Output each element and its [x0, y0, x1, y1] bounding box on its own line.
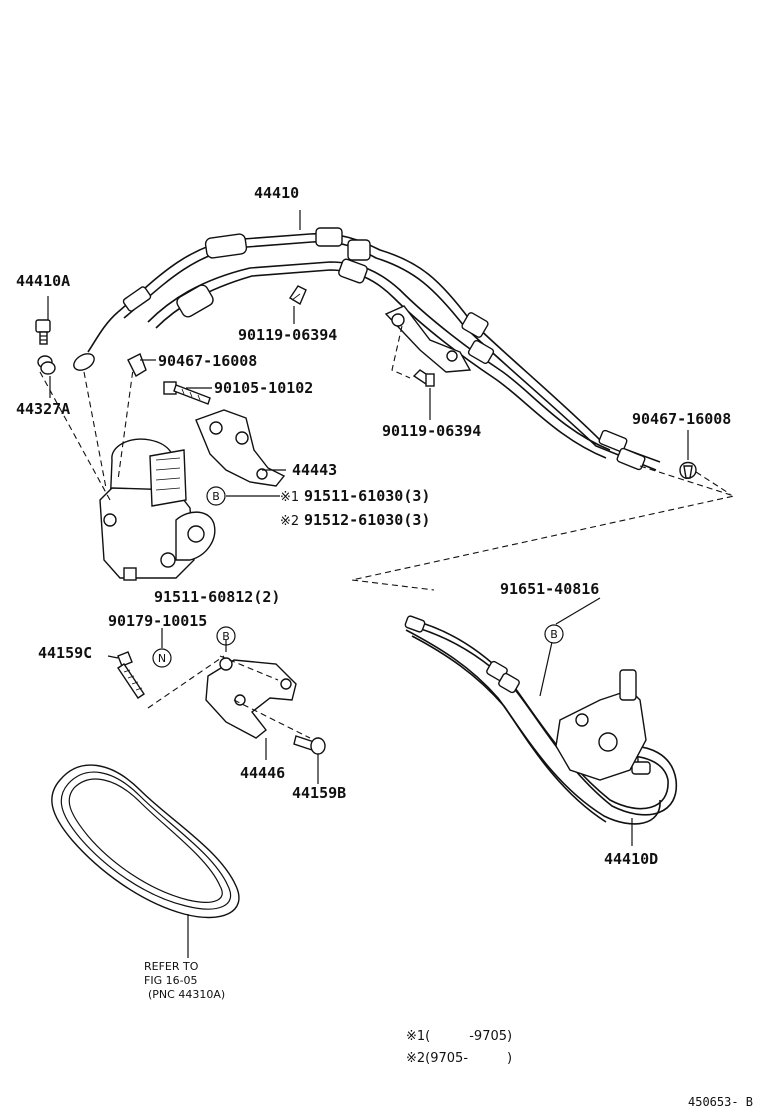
marker-b-low: B: [216, 626, 236, 646]
label-44410d: 44410D: [604, 850, 658, 868]
label-91512-61030: 91512-61030(3): [304, 511, 430, 529]
svg-text:B: B: [550, 628, 558, 641]
bracket-44443[interactable]: [195, 409, 286, 487]
label-90467-left: 90467-16008: [158, 352, 257, 370]
pressure-hose-assembly[interactable]: [71, 210, 661, 471]
bolt-90105[interactable]: [163, 381, 211, 405]
rack-hose-assembly[interactable]: [404, 615, 678, 825]
label-90179: 90179-10015: [108, 612, 207, 630]
label-90119-mid: 90119-06394: [382, 422, 481, 440]
label-90119-top: 90119-06394: [238, 326, 337, 344]
figure-id: 450653- B: [688, 1095, 753, 1109]
marker-b-top: B: [206, 486, 226, 506]
svg-text:N: N: [158, 652, 166, 665]
bolt-90119-mid[interactable]: [412, 369, 435, 387]
belt-note-line3: (PNC 44310A): [148, 988, 225, 1001]
label-44159c: 44159C: [38, 644, 92, 662]
union-bolt-part[interactable]: [35, 319, 51, 345]
label-44443: 44443: [292, 461, 337, 479]
hose-clip-right[interactable]: [679, 461, 697, 479]
label-44410: 44410: [254, 184, 299, 202]
label-90105: 90105-10102: [214, 379, 313, 397]
bolt-44159b[interactable]: [293, 735, 326, 755]
label-91651: 91651-40816: [500, 580, 599, 598]
belt-note-line2: FIG 16-05: [144, 974, 198, 987]
mark-1: ※1: [280, 490, 299, 505]
label-44327a: 44327A: [16, 400, 70, 418]
power-steering-pump[interactable]: [99, 438, 216, 581]
marker-b-rack: B: [544, 624, 564, 644]
steering-gear-rack[interactable]: [555, 669, 647, 781]
drive-belt: [51, 764, 240, 919]
bolt-90119-top[interactable]: [289, 285, 307, 306]
footnote-2: ※2(9705- ): [406, 1051, 512, 1066]
svg-text:B: B: [222, 630, 230, 643]
bracket-44446[interactable]: [205, 657, 297, 739]
footnote-1: ※1( -9705): [406, 1029, 512, 1044]
label-44446: 44446: [240, 764, 285, 782]
label-91511-61030: 91511-61030(3): [304, 487, 430, 505]
marker-n: N: [152, 648, 172, 668]
bolt-44159c[interactable]: [117, 651, 145, 699]
label-90467-right: 90467-16008: [632, 410, 731, 428]
mark-2: ※2: [280, 514, 299, 529]
label-44410a: 44410A: [16, 272, 70, 290]
hose-clip-left[interactable]: [127, 353, 156, 377]
label-44159b: 44159B: [292, 784, 346, 802]
svg-text:B: B: [212, 490, 220, 503]
label-91511-60812: 91511-60812(2): [154, 588, 280, 606]
belt-note-line1: REFER TO: [144, 960, 199, 973]
gasket-part[interactable]: [37, 355, 56, 375]
